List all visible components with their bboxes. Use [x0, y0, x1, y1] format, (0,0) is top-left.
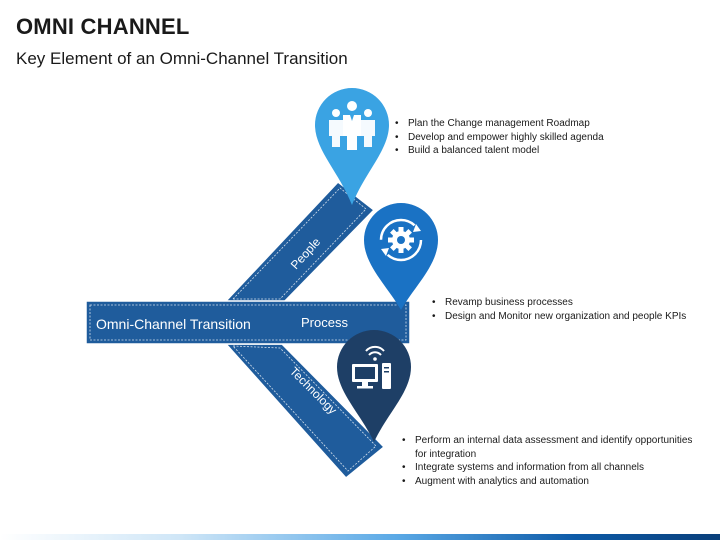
- page-title: OMNI CHANNEL: [16, 14, 190, 39]
- process-bullets: Revamp business processes Design and Mon…: [430, 296, 715, 323]
- process-pin: [364, 203, 438, 310]
- list-item: Develop and empower highly skilled agend…: [393, 131, 713, 145]
- footer-accent-bar: [0, 534, 720, 540]
- list-item: Augment with analytics and automation: [400, 475, 700, 489]
- gear-cycle-icon: [379, 218, 423, 262]
- list-item: Plan the Change management Roadmap: [393, 117, 713, 131]
- people-pin: [315, 88, 389, 205]
- people-bullets: Plan the Change management Roadmap Devel…: [393, 117, 713, 158]
- list-item: Build a balanced talent model: [393, 144, 713, 158]
- technology-pin: [337, 330, 411, 442]
- list-item: Revamp business processes: [430, 296, 715, 310]
- main-label: Omni-Channel Transition: [96, 316, 251, 332]
- technology-bullets: Perform an internal data assessment and …: [400, 434, 700, 488]
- list-item: Design and Monitor new organization and …: [430, 310, 715, 324]
- page-subtitle: Key Element of an Omni-Channel Transitio…: [16, 49, 348, 68]
- list-item: Integrate systems and information from a…: [400, 461, 700, 475]
- list-item: Perform an internal data assessment and …: [400, 434, 700, 461]
- process-label: Process: [301, 315, 348, 330]
- people-icon: [329, 101, 375, 150]
- transition-arrow: [85, 180, 411, 480]
- main-bar: [85, 300, 411, 345]
- computer-wifi-icon: [352, 345, 391, 389]
